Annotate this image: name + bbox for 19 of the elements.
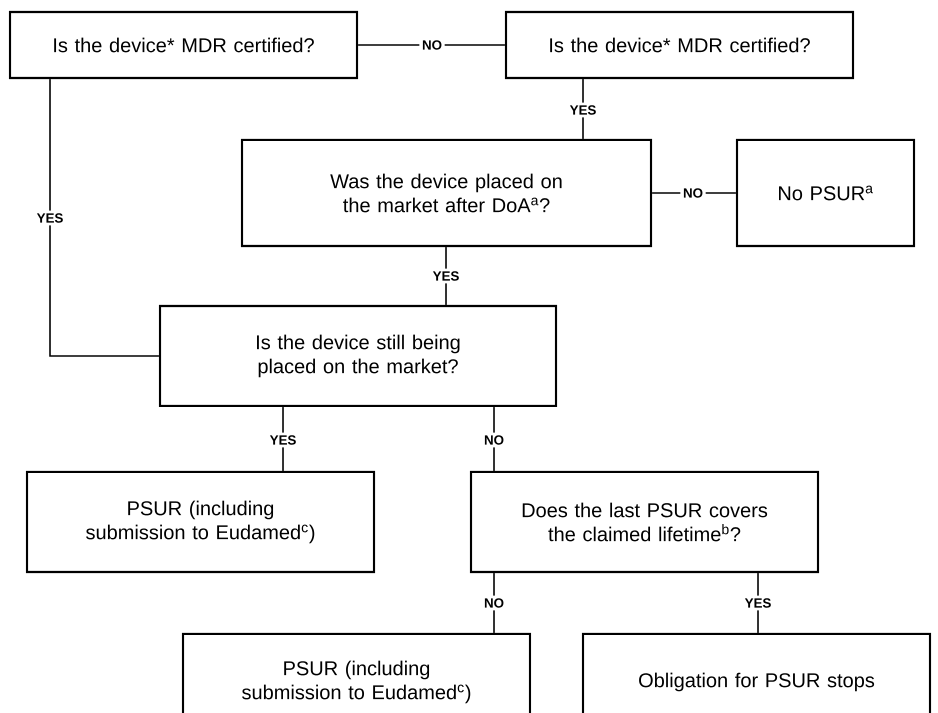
edge-label: NO (680, 186, 706, 200)
answer-box: No PSUR$^{a}$ (736, 138, 916, 248)
answer-box: PSUR (including submission to Eudamed$^{c}$) (182, 632, 532, 713)
answer-box: Obligation for PSUR stops (582, 632, 932, 713)
question-box: Is the device* MDR certified? (8, 10, 358, 80)
question-box: Is the device still being placed on the market? (158, 304, 558, 408)
edge-label: NO (481, 596, 507, 610)
answer-box: PSUR (including submission to Eudamed$^{c}$) (26, 470, 376, 574)
question-box: Does the last PSUR covers the claimed lifetime$^{b}$? (470, 470, 820, 574)
edge-label: NO (481, 432, 507, 448)
edge-label: YES (742, 596, 774, 610)
question-box: Was the device placed on the market after DoA$^{a}$? (240, 138, 652, 248)
edge-label: YES (34, 210, 66, 226)
edge-label: YES (430, 268, 462, 284)
edge-label: NO (419, 38, 445, 52)
edge-label: YES (567, 102, 600, 118)
question-box: Is the device* MDR certified? (504, 10, 854, 80)
edge-label: YES (267, 432, 300, 448)
connector-line (49, 79, 159, 357)
